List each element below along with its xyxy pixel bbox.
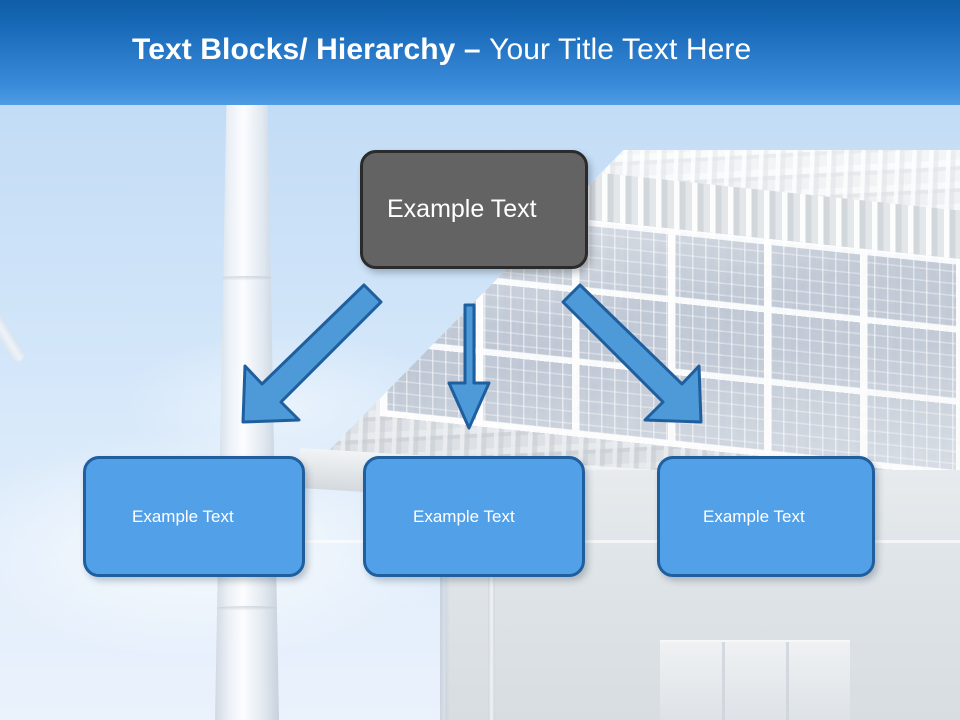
page-title-bold: Text Blocks/ Hierarchy –	[132, 32, 490, 66]
title-bar: Text Blocks/ Hierarchy – Your Title Text…	[0, 0, 960, 105]
hierarchy-child-label-3: Example Text	[703, 506, 805, 526]
hierarchy-child-box-2[interactable]: Example Text	[363, 456, 585, 577]
building-wall-band	[300, 540, 960, 543]
building-window	[660, 640, 850, 720]
tower-seam	[215, 276, 279, 281]
window-mullion	[786, 642, 789, 720]
downpipe	[488, 470, 495, 720]
tower-seam	[215, 606, 279, 611]
hierarchy-root-box[interactable]: Example Text	[360, 150, 588, 269]
hierarchy-child-box-1[interactable]: Example Text	[83, 456, 305, 577]
hierarchy-root-label: Example Text	[387, 195, 537, 224]
page-title: Text Blocks/ Hierarchy – Your Title Text…	[132, 32, 752, 71]
window-mullion	[722, 642, 725, 720]
hierarchy-child-label-1: Example Text	[132, 506, 234, 526]
building-wall-edge	[440, 470, 450, 720]
hierarchy-child-label-2: Example Text	[413, 506, 515, 526]
page-title-regular: Your Title Text Here	[489, 32, 752, 66]
hierarchy-child-box-3[interactable]: Example Text	[657, 456, 875, 577]
